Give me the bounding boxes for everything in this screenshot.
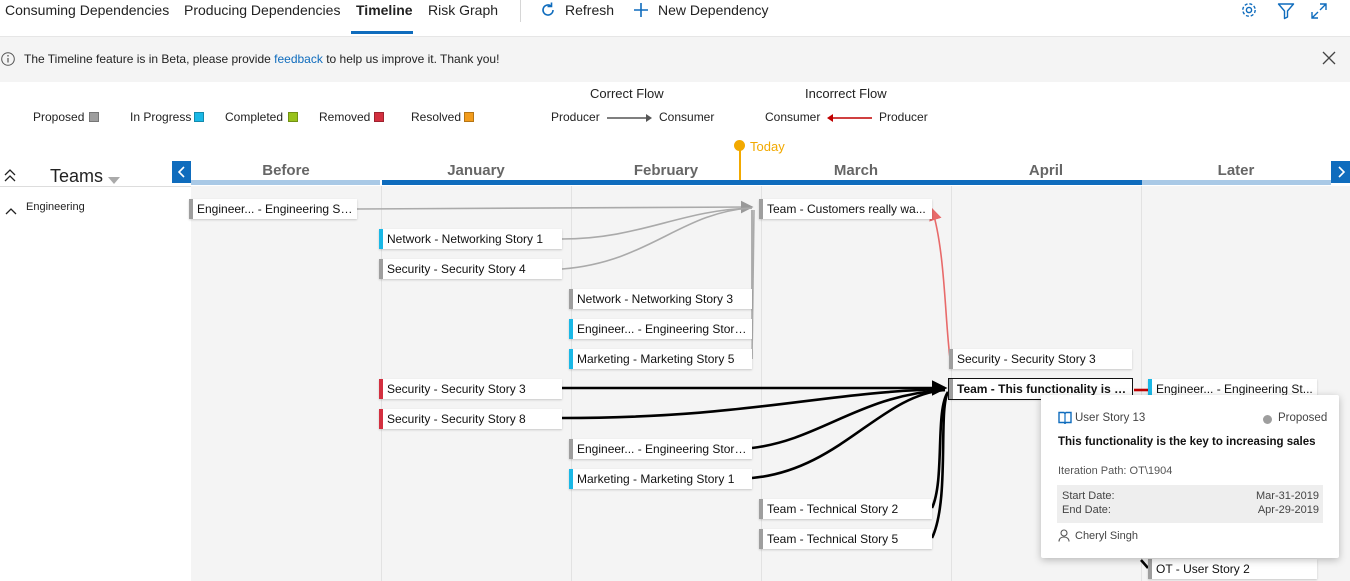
work-item-card[interactable]: Engineer... - Engineering Story 9 (569, 439, 752, 459)
tab-consuming-dependencies[interactable]: Consuming Dependencies (5, 2, 170, 18)
end-date-label: End Date: (1062, 504, 1111, 516)
tooltip-type: User Story 13 (1075, 412, 1146, 424)
work-item-card[interactable]: Network - Networking Story 1 (379, 229, 562, 249)
work-item-card[interactable]: Team - Customers really wa... (759, 199, 932, 219)
expand-icon[interactable] (1310, 2, 1328, 25)
info-icon (0, 51, 16, 72)
month-bar-later (1142, 180, 1331, 185)
active-tab-indicator (351, 31, 413, 34)
work-item-card-selected[interactable]: Team - This functionality is t... (948, 378, 1133, 400)
work-item-card[interactable]: Security - Security Story 8 (379, 409, 562, 429)
work-item-card[interactable]: Engineer... - Engineering St... (189, 199, 357, 219)
toolbar-divider (520, 0, 521, 22)
work-item-card[interactable]: Security - Security Story 3 (949, 349, 1132, 369)
work-item-card[interactable]: OT - User Story 2 (1148, 559, 1317, 579)
plus-icon (633, 2, 649, 21)
tab-timeline[interactable]: Timeline (356, 2, 413, 18)
legend-swatch-in-progress (194, 112, 204, 122)
collapse-group-icon[interactable] (5, 202, 17, 220)
close-icon[interactable] (1322, 51, 1336, 70)
filter-icon[interactable] (1277, 2, 1295, 25)
work-item-card[interactable]: Team - Technical Story 5 (759, 529, 932, 549)
new-dependency-label: New Dependency (658, 2, 769, 18)
team-group-engineering[interactable]: Engineering (26, 201, 85, 213)
incorrect-flow-from: Consumer (765, 110, 821, 124)
work-item-card[interactable]: Engineer... - Engineering St... (1148, 379, 1317, 399)
black-links (561, 380, 1149, 569)
work-item-card[interactable]: Marketing - Marketing Story 5 (569, 349, 752, 369)
timeline-next-button[interactable] (1331, 161, 1350, 183)
legend-swatch-removed (374, 112, 384, 122)
month-april: April (1028, 162, 1064, 179)
work-item-card[interactable]: Network - Networking Story 3 (569, 289, 752, 309)
refresh-icon (539, 1, 557, 22)
legend-label-resolved: Resolved (411, 110, 462, 124)
legend-swatch-proposed (89, 112, 99, 122)
banner-text-start: The Timeline feature is in Beta, please … (24, 52, 271, 66)
today-label: Today (750, 139, 785, 154)
incorrect-flow-to: Producer (879, 110, 928, 124)
tooltip-iteration: Iteration Path: OT\1904 (1058, 465, 1173, 477)
start-date-value: Mar-31-2019 (1256, 490, 1319, 502)
today-line (739, 150, 741, 180)
person-icon (1058, 529, 1070, 547)
work-item-tooltip: User Story 13 Proposed This functionalit… (1041, 395, 1339, 558)
work-item-card[interactable]: Security - Security Story 3 (379, 379, 562, 399)
work-item-card[interactable]: Team - Technical Story 2 (759, 499, 932, 519)
tooltip-dates: Start Date: Mar-31-2019 End Date: Apr-29… (1057, 485, 1323, 523)
teams-header-divider (0, 186, 191, 187)
tooltip-assignee: Cheryl Singh (1075, 530, 1138, 542)
top-navigation: Consuming Dependencies Producing Depende… (0, 0, 1350, 37)
tab-risk-graph[interactable]: Risk Graph (428, 2, 499, 18)
beta-banner: The Timeline feature is in Beta, please … (0, 37, 1350, 82)
correct-flow-from: Producer (551, 110, 600, 124)
red-link (929, 207, 951, 359)
grid-divider (571, 186, 572, 581)
month-february: February (633, 162, 699, 179)
settings-icon[interactable] (1240, 1, 1258, 24)
work-item-card[interactable]: Engineer... - Engineering Story... (569, 319, 752, 339)
month-bar-range (382, 180, 1330, 185)
today-dot (734, 140, 745, 151)
banner-text-end: to help us improve it. Thank you! (326, 52, 500, 66)
legend-label-proposed: Proposed (33, 110, 85, 124)
start-date-label: Start Date: (1062, 490, 1115, 502)
legend-label-completed: Completed (225, 110, 284, 124)
gray-links (356, 200, 755, 360)
month-later: Later (1217, 162, 1255, 179)
banner-message: The Timeline feature is in Beta, please … (24, 52, 499, 66)
grid-divider (761, 186, 762, 581)
state-dot (1263, 415, 1272, 424)
tooltip-state: Proposed (1278, 412, 1328, 424)
legend-swatch-completed (288, 112, 298, 122)
refresh-label: Refresh (565, 2, 615, 18)
month-bar-before (191, 180, 380, 185)
timeline-prev-button[interactable] (172, 161, 191, 183)
correct-flow-to: Consumer (659, 110, 715, 124)
end-date-value: Apr-29-2019 (1257, 504, 1319, 516)
feedback-link[interactable]: feedback (274, 52, 323, 66)
work-item-card[interactable]: Security - Security Story 4 (379, 259, 562, 279)
correct-flow-title: Correct Flow (590, 86, 664, 101)
incorrect-flow-title: Incorrect Flow (805, 86, 887, 101)
month-march: March (833, 162, 879, 179)
tooltip-title: This functionality is the key to increas… (1058, 436, 1316, 448)
correct-flow-arrow-icon (606, 111, 654, 129)
month-before: Before (262, 162, 310, 179)
legend-label-in-progress: In Progress (130, 110, 192, 124)
grid-divider (1141, 186, 1142, 581)
caret-down-icon[interactable] (108, 172, 120, 190)
collapse-all-icon[interactable] (3, 167, 17, 188)
legend-swatch-resolved (464, 112, 474, 122)
user-story-icon (1058, 411, 1072, 429)
month-january: January (447, 162, 505, 179)
teams-header[interactable]: Teams (50, 166, 104, 186)
work-item-card[interactable]: Marketing - Marketing Story 1 (569, 469, 752, 489)
tab-producing-dependencies[interactable]: Producing Dependencies (184, 2, 341, 18)
legend-label-removed: Removed (319, 110, 371, 124)
incorrect-flow-arrow-icon (825, 111, 873, 129)
